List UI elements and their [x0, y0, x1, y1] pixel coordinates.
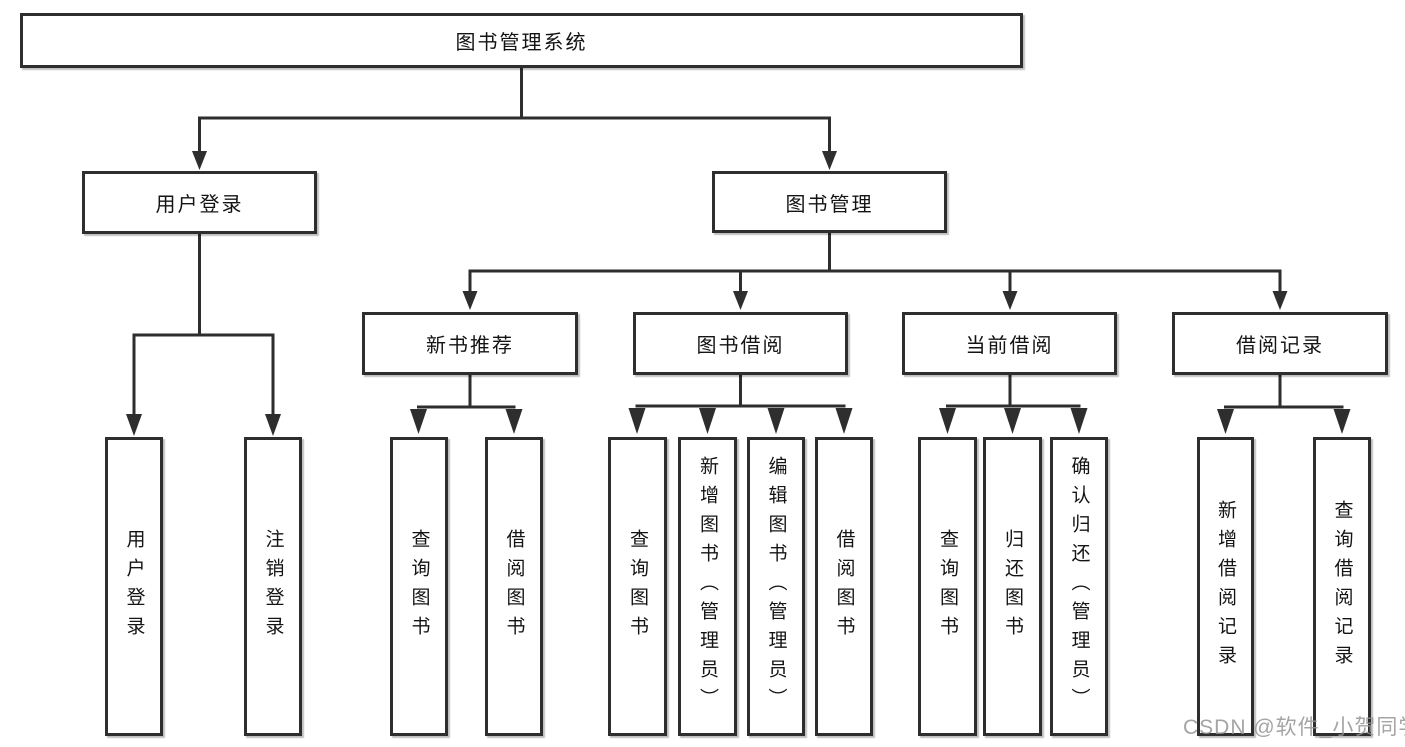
- leaf-return-books: 归还图书: [983, 437, 1042, 736]
- leaf-logout: 注销登录: [244, 437, 302, 736]
- node-user-login: 用户登录: [82, 171, 317, 234]
- leaf-edit-books-admin: 编辑图书（管理员）: [747, 437, 805, 736]
- leaf-user-login: 用户登录: [105, 437, 163, 736]
- node-library-system: 图书管理系统: [20, 13, 1023, 68]
- csdn-watermark: CSDN @软件_小贺同学: [1183, 716, 1405, 739]
- node-borrowing-records: 借阅记录: [1172, 312, 1388, 375]
- leaf-confirm-return-admin: 确认归还（管理员）: [1050, 437, 1108, 736]
- node-new-book-recommendation: 新书推荐: [362, 312, 578, 375]
- leaf-borrow-books: 借阅图书: [815, 437, 873, 736]
- leaf-search-books-current: 查询图书: [918, 437, 977, 736]
- node-book-borrowing: 图书借阅: [633, 312, 848, 375]
- node-current-borrowing: 当前借阅: [902, 312, 1117, 375]
- leaf-search-books-borrow: 查询图书: [608, 437, 667, 736]
- arrowheads: [126, 151, 1351, 436]
- leaf-borrow-books-recommend: 借阅图书: [485, 437, 543, 736]
- leaf-search-books-recommend: 查询图书: [390, 437, 448, 736]
- node-book-management: 图书管理: [712, 171, 947, 233]
- leaf-add-borrow-record: 新增借阅记录: [1197, 437, 1254, 736]
- leaf-add-books-admin: 新增图书（管理员）: [678, 437, 737, 736]
- leaf-search-borrow-record: 查询借阅记录: [1313, 437, 1371, 736]
